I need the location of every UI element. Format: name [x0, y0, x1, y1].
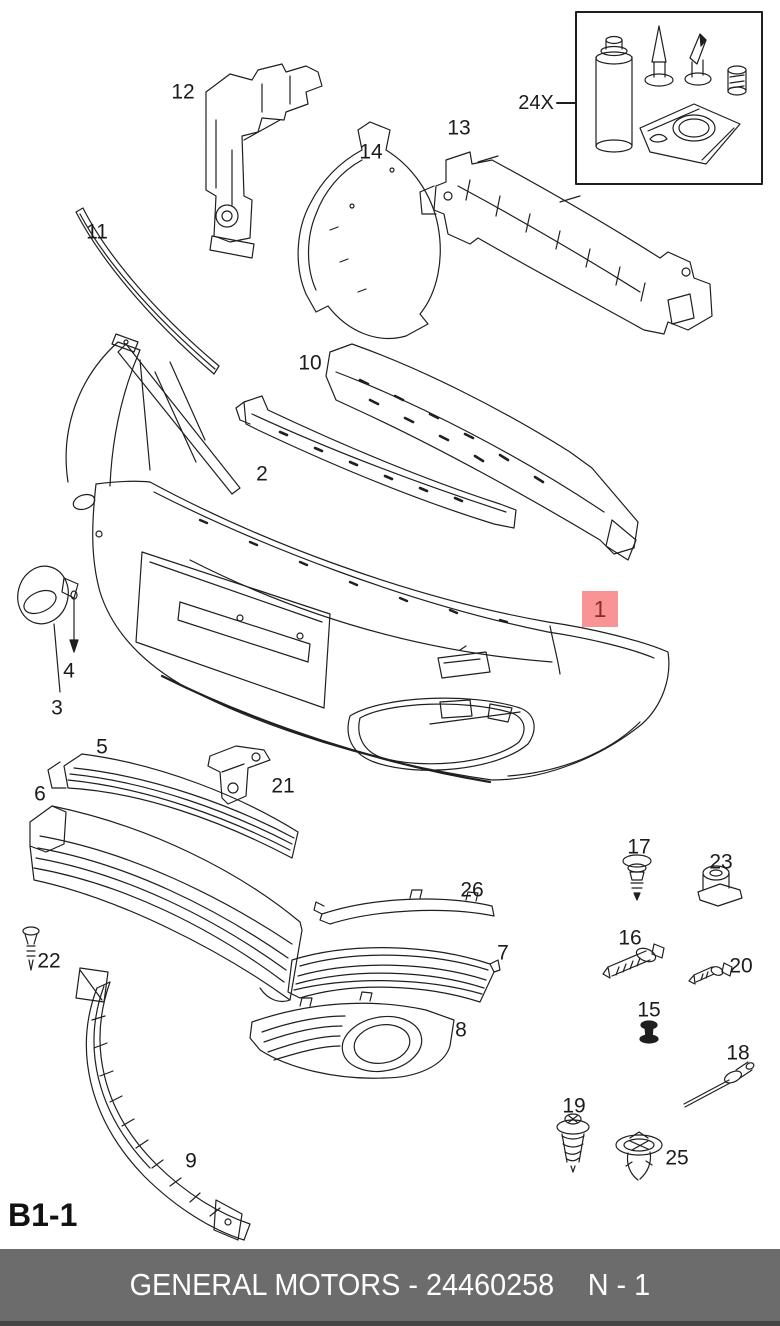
callout-9[interactable]: 9	[185, 1149, 197, 1173]
footer-page-ref: N - 1	[587, 1267, 651, 1302]
footer-bottom-strip	[0, 1321, 780, 1326]
callout-20[interactable]: 20	[729, 954, 753, 978]
callout-10[interactable]: 10	[298, 351, 322, 375]
callout-4[interactable]: 4	[63, 659, 75, 683]
callout-17[interactable]: 17	[627, 835, 651, 859]
part-7-drawing	[288, 948, 500, 1002]
callout-24x[interactable]: 24X	[518, 92, 554, 114]
part-25-clip-drawing	[616, 1132, 662, 1180]
part-11-drawing	[76, 208, 219, 374]
part-19-screw-drawing	[557, 1114, 589, 1172]
part-1-bumper-fascia-drawing	[66, 334, 669, 782]
callout-21[interactable]: 21	[271, 774, 295, 798]
callout-12[interactable]: 12	[171, 80, 195, 104]
part-20-bolt-drawing	[689, 963, 732, 984]
callout-11[interactable]: 11	[86, 220, 108, 244]
part-4-drawing	[70, 591, 78, 652]
footer-bar: GENERAL MOTORS - 24460258 N - 1	[0, 1249, 780, 1321]
part-21-drawing	[208, 746, 270, 804]
sheet-code: B1-1	[8, 1197, 78, 1233]
part-15-rivet-drawing	[640, 1021, 658, 1043]
callout-13[interactable]: 13	[447, 116, 471, 140]
kit-inset-box-drawing	[557, 12, 762, 184]
callout-5[interactable]: 5	[96, 735, 108, 759]
callout-2[interactable]: 2	[256, 462, 268, 486]
part-13-drawing	[420, 152, 712, 334]
part-9-drawing	[86, 982, 250, 1240]
part-14-drawing	[298, 122, 440, 338]
part-23-grommet-drawing	[698, 866, 742, 906]
callout-6[interactable]: 6	[34, 782, 46, 806]
callout-1-highlight[interactable]: 1	[582, 591, 618, 627]
callout-22[interactable]: 22	[37, 949, 61, 973]
part-17-clip-drawing	[623, 855, 651, 900]
part-3-drawing	[12, 561, 78, 692]
callout-8[interactable]: 8	[455, 1018, 467, 1042]
callout-7[interactable]: 7	[497, 941, 509, 965]
callout-25[interactable]: 25	[665, 1146, 689, 1170]
footer-brand-part-number: GENERAL MOTORS - 24460258	[129, 1267, 555, 1302]
part-5-drawing	[48, 754, 298, 858]
part-18-blind-rivet-drawing	[684, 1062, 755, 1107]
part-8-drawing	[250, 992, 454, 1078]
callout-1[interactable]: 1	[593, 595, 607, 622]
callout-16[interactable]: 16	[618, 926, 642, 950]
part-26-drawing	[314, 890, 494, 924]
part-12-drawing	[206, 64, 322, 258]
part-2-drawing	[236, 396, 516, 528]
part-22-drawing	[23, 927, 39, 970]
callout-23[interactable]: 23	[709, 850, 733, 874]
callout-15[interactable]: 15	[637, 998, 661, 1022]
part-16-bolt-drawing	[603, 944, 664, 978]
part-10-drawing	[326, 344, 638, 560]
callout-18[interactable]: 18	[726, 1041, 750, 1065]
callout-26[interactable]: 26	[460, 878, 484, 902]
callout-14[interactable]: 14	[359, 140, 383, 164]
exploded-parts-illustration	[0, 0, 780, 1249]
callout-19[interactable]: 19	[562, 1094, 586, 1118]
callout-3[interactable]: 3	[51, 696, 63, 720]
